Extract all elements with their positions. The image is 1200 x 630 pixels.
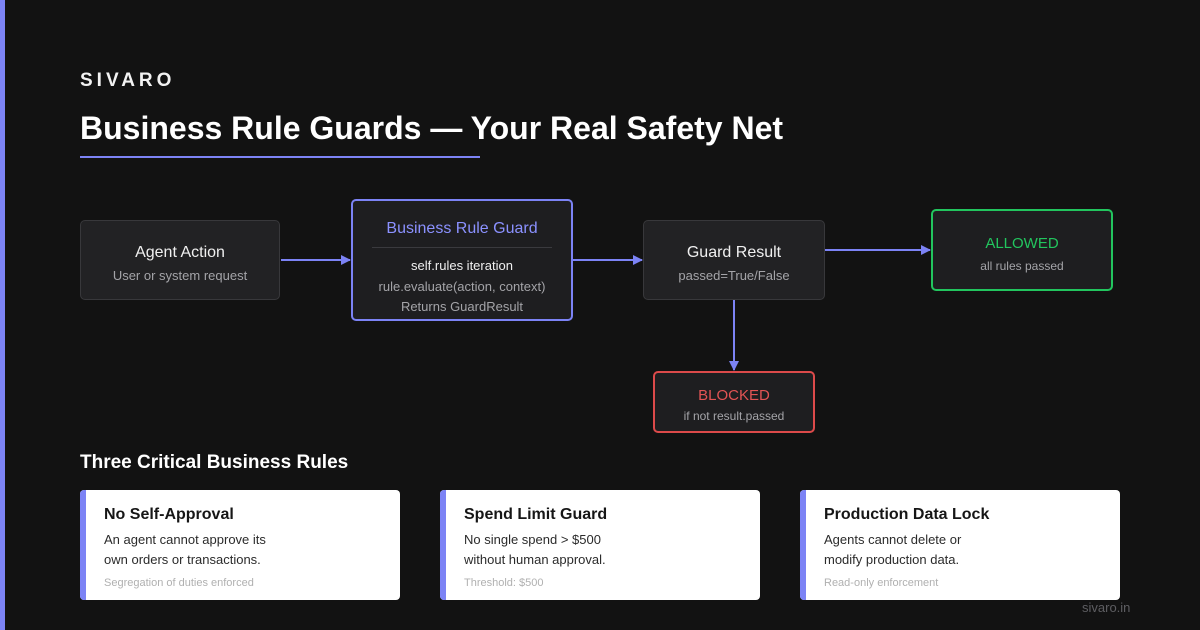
node-allowed: ALLOWED all rules passed: [931, 209, 1113, 291]
rule-card-body: Agents cannot delete or modify productio…: [824, 530, 1044, 570]
node-guard-line-1: self.rules iteration: [411, 258, 513, 273]
rule-card-footnote: Segregation of duties enforced: [104, 577, 254, 589]
rule-card-footnote: Threshold: $500: [464, 577, 544, 589]
node-guard-result-title: Guard Result: [686, 244, 782, 261]
rule-card-title: No Self-Approval: [104, 506, 234, 523]
rule-card-no-self-approval: No Self-Approval An agent cannot approve…: [80, 490, 400, 600]
node-blocked-title: BLOCKED: [698, 387, 770, 404]
node-allowed-title: ALLOWED: [985, 235, 1059, 252]
left-accent-bar: [0, 0, 5, 630]
rule-card-title: Spend Limit Guard: [464, 506, 608, 523]
rule-card-body: No single spend > $500 without human app…: [464, 530, 684, 570]
rule-card-body-line: without human approval.: [464, 552, 606, 567]
node-blocked-subtitle: if not result.passed: [683, 409, 785, 423]
rule-card-production-data-lock: Production Data Lock Agents cannot delet…: [800, 490, 1120, 600]
node-guard-line-3: Returns GuardResult: [400, 299, 524, 314]
rule-card-title: Production Data Lock: [824, 506, 990, 523]
footer-url: sivaro.in: [1082, 600, 1131, 615]
node-agent-action-subtitle: User or system request: [112, 268, 248, 283]
node-guard-result-subtitle: passed=True/False: [678, 268, 790, 283]
brand-logo: SIVARO: [80, 70, 176, 91]
rule-card-body-line: own orders or transactions.: [104, 552, 261, 567]
rules-section-heading: Three Critical Business Rules: [80, 452, 349, 473]
page-title: Business Rule Guards — Your Real Safety …: [80, 110, 784, 146]
rule-card-spend-limit: Spend Limit Guard No single spend > $500…: [440, 490, 760, 600]
node-guard-divider: [372, 247, 552, 248]
rule-card-body-line: modify production data.: [824, 552, 960, 567]
title-underline: [80, 156, 480, 158]
rule-card-body-line: An agent cannot approve its: [104, 532, 266, 547]
rule-card-body-line: No single spend > $500: [464, 532, 601, 547]
node-allowed-subtitle: all rules passed: [980, 259, 1064, 273]
node-guard-line-2: rule.evaluate(action, context): [378, 279, 546, 294]
node-agent-action-title: Agent Action: [135, 244, 225, 261]
rule-card-body-line: Agents cannot delete or: [824, 532, 962, 547]
rule-card-footnote: Read-only enforcement: [824, 577, 939, 589]
node-guard-title: Business Rule Guard: [386, 220, 538, 237]
node-guard-result: Guard Result passed=True/False: [643, 220, 825, 300]
node-agent-action: Agent Action User or system request: [80, 220, 280, 300]
node-blocked: BLOCKED if not result.passed: [653, 371, 815, 433]
rule-card-body: An agent cannot approve its own orders o…: [104, 530, 324, 570]
node-business-rule-guard: Business Rule Guard self.rules iteration…: [351, 199, 573, 321]
